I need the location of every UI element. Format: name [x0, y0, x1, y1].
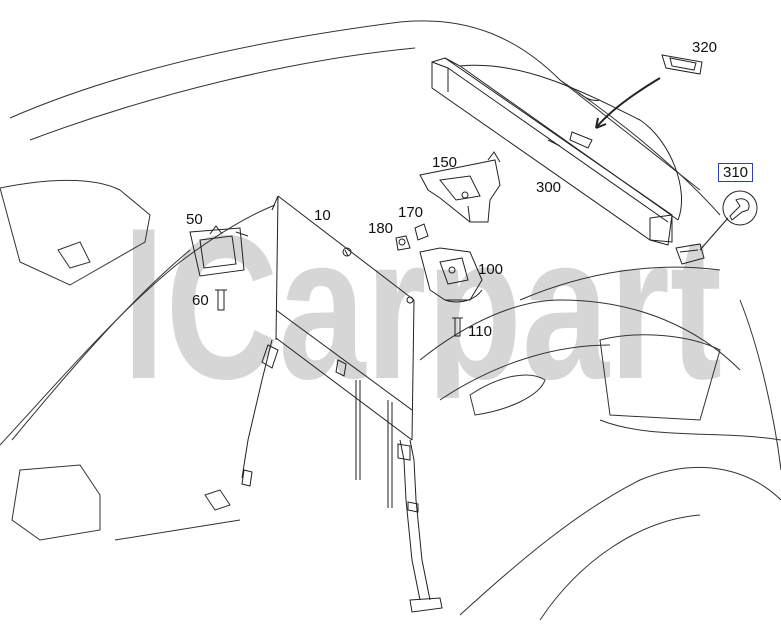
part-150-bracket — [419, 151, 501, 223]
part-50-mount — [189, 225, 249, 277]
callout-50: 50 — [186, 211, 203, 228]
part-110-bolt — [452, 317, 463, 337]
vehicle-body-outline — [0, 20, 781, 621]
part-10-partition-net — [241, 195, 443, 613]
part-170-clip — [414, 223, 429, 241]
callout-110: 110 — [468, 323, 492, 340]
callout-100: 100 — [478, 261, 504, 278]
callout-320: 320 — [692, 39, 718, 56]
callout-170: 170 — [398, 204, 424, 221]
part-180-clip — [395, 235, 411, 251]
part-300-luggage-cover — [431, 57, 682, 246]
callout-310-highlighted[interactable]: 310 — [718, 163, 754, 182]
callout-10: 10 — [314, 207, 331, 224]
part-310-clip — [675, 190, 758, 265]
callout-60: 60 — [192, 292, 209, 309]
part-60-bolt — [215, 289, 227, 311]
callout-150: 150 — [432, 154, 458, 171]
callout-180: 180 — [368, 220, 394, 237]
part-100-latch — [419, 247, 483, 303]
callout-300: 300 — [536, 179, 562, 196]
part-320-handle — [569, 54, 703, 149]
